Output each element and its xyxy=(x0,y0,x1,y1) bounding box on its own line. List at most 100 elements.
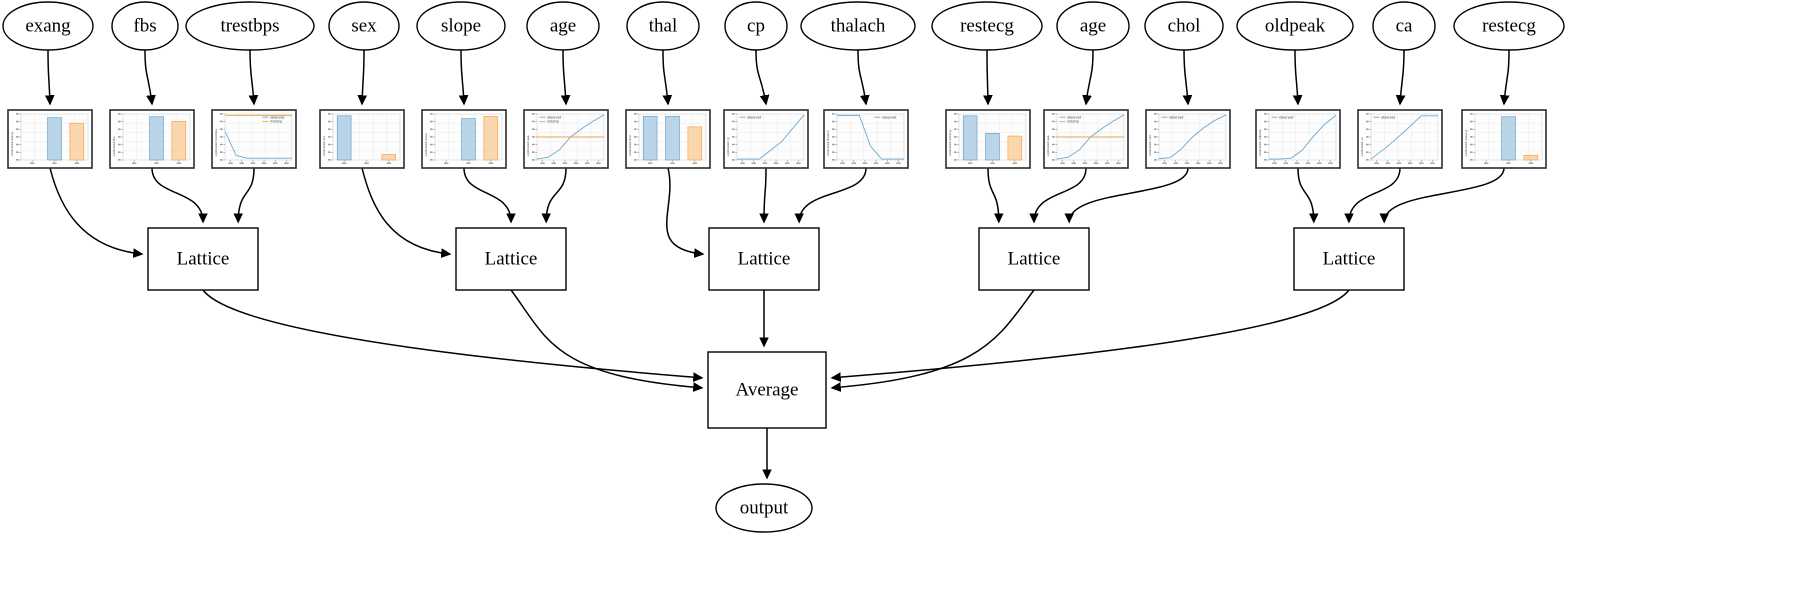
input-node-restecg-shape[interactable] xyxy=(931,1,1043,51)
bar-observed xyxy=(47,117,62,161)
input-node-age[interactable]: age xyxy=(526,1,600,51)
calibrator-ylabel: calibrated chol xyxy=(1148,135,1152,157)
bar-missing xyxy=(381,154,397,161)
lattice-node-shape[interactable] xyxy=(147,227,259,291)
input-node-ca[interactable]: ca xyxy=(1372,1,1436,51)
input-node-restecg[interactable]: restecg xyxy=(931,1,1043,51)
output-node-shape[interactable] xyxy=(715,483,813,533)
calibrator-ylabel: calibrated slope xyxy=(424,133,428,156)
input-node-age[interactable]: age xyxy=(1056,1,1130,51)
edge-slope-to-calibrator xyxy=(461,49,464,104)
input-node-thalach-shape[interactable] xyxy=(800,1,916,51)
lattice-node-shape[interactable] xyxy=(708,227,820,291)
bar-observed xyxy=(1501,116,1516,161)
bar-observed xyxy=(461,118,476,161)
input-node-restecg-shape[interactable] xyxy=(1453,1,1565,51)
edge-calibrator-to-lattice xyxy=(361,167,450,254)
input-node-age-shape[interactable] xyxy=(526,1,600,51)
output-node-label: output xyxy=(740,497,789,518)
line-observed xyxy=(1370,115,1438,160)
edge-oldpeak-to-calibrator xyxy=(1295,49,1298,104)
edge-ca-to-calibrator xyxy=(1400,49,1404,104)
edge-trestbps-to-calibrator xyxy=(250,49,254,104)
edge-calibrator-to-lattice xyxy=(1034,167,1087,222)
edge-lattice-to-average xyxy=(510,289,702,388)
edge-calibrator-to-lattice xyxy=(1069,167,1189,222)
input-node-chol[interactable]: chol xyxy=(1144,1,1224,51)
calibrator-plot-sex: calibrated sex xyxy=(319,109,405,169)
input-node-oldpeak-label: oldpeak xyxy=(1265,15,1326,36)
input-node-exang-shape[interactable] xyxy=(2,1,94,51)
input-node-age-shape[interactable] xyxy=(1056,1,1130,51)
edge-calibrator-to-lattice xyxy=(987,167,999,222)
calibrator-plot-restecg: calibrated restecg xyxy=(1461,109,1547,169)
calibrator-plot-fbs: calibrated fbs xyxy=(109,109,195,169)
calibrator-ylabel: calibrated ca xyxy=(1360,137,1364,156)
input-node-slope[interactable]: slope xyxy=(416,1,506,51)
input-node-fbs-shape[interactable] xyxy=(111,1,179,51)
input-node-slope-shape[interactable] xyxy=(416,1,506,51)
input-node-trestbps[interactable]: trestbps xyxy=(185,1,315,51)
output-node[interactable]: output xyxy=(715,483,813,533)
lattice-node[interactable]: Lattice xyxy=(1293,227,1405,291)
input-node-oldpeak-shape[interactable] xyxy=(1236,1,1354,51)
lattice-node-label: Lattice xyxy=(738,248,791,269)
average-node-shape[interactable] xyxy=(707,351,827,429)
input-node-oldpeak[interactable]: oldpeak xyxy=(1236,1,1354,51)
input-node-cp-shape[interactable] xyxy=(724,1,788,51)
line-observed xyxy=(224,131,292,159)
bar-missing xyxy=(1007,135,1023,161)
edge-calibrator-to-lattice xyxy=(238,167,255,222)
lattice-node[interactable]: Lattice xyxy=(708,227,820,291)
bar-missing xyxy=(1523,155,1539,161)
input-node-sex-shape[interactable] xyxy=(328,1,400,51)
input-node-thal[interactable]: thal xyxy=(626,1,700,51)
lattice-node[interactable]: Lattice xyxy=(455,227,567,291)
input-node-ca-shape[interactable] xyxy=(1372,1,1436,51)
input-node-trestbps-shape[interactable] xyxy=(185,1,315,51)
input-node-slope-label: slope xyxy=(441,15,481,36)
legend-label-observed: observed xyxy=(547,115,561,119)
lattice-node-label: Lattice xyxy=(1323,248,1376,269)
average-node-label: Average xyxy=(736,379,799,400)
input-node-chol-shape[interactable] xyxy=(1144,1,1224,51)
input-node-thal-shape[interactable] xyxy=(626,1,700,51)
average-node[interactable]: Average xyxy=(707,351,827,429)
input-node-restecg[interactable]: restecg xyxy=(1453,1,1565,51)
calibrator-ylabel: calibrated age xyxy=(526,135,530,156)
lattice-node[interactable]: Lattice xyxy=(978,227,1090,291)
lattice-node-shape[interactable] xyxy=(455,227,567,291)
input-node-restecg-label: restecg xyxy=(1482,15,1536,36)
bar-missing xyxy=(171,121,187,161)
calibrator-plot-exang: calibrated exang xyxy=(7,109,93,169)
edge-calibrator-to-lattice xyxy=(1349,167,1401,222)
input-node-cp[interactable]: cp xyxy=(724,1,788,51)
lattice-node-shape[interactable] xyxy=(978,227,1090,291)
calibrator-ylabel: calibrated thalach xyxy=(826,130,830,156)
lattice-node[interactable]: Lattice xyxy=(147,227,259,291)
edge-calibrator-to-lattice xyxy=(49,167,142,254)
line-observed xyxy=(1158,114,1227,160)
legend-label-observed: observed xyxy=(1279,115,1293,119)
input-node-fbs[interactable]: fbs xyxy=(111,1,179,51)
edge-age-to-calibrator xyxy=(563,49,566,104)
input-node-thalach[interactable]: thalach xyxy=(800,1,916,51)
calibrator-ylabel: calibrated restecg xyxy=(948,130,952,156)
bar-missing xyxy=(483,115,499,161)
input-node-sex[interactable]: sex xyxy=(328,1,400,51)
calibrator-ylabel: calibrated cp xyxy=(726,137,730,156)
edge-calibrator-to-lattice xyxy=(799,167,867,222)
input-node-thalach-label: thalach xyxy=(831,15,886,36)
calibrator-ylabel: calibrated age xyxy=(1046,135,1050,156)
lattice-node-shape[interactable] xyxy=(1293,227,1405,291)
edge-calibrator-to-lattice xyxy=(151,167,203,222)
line-observed xyxy=(1269,115,1337,160)
edge-age-to-calibrator xyxy=(1086,49,1094,104)
input-node-exang[interactable]: exang xyxy=(2,1,94,51)
bar-missing xyxy=(69,122,85,161)
legend-label-observed: observed xyxy=(1169,115,1183,119)
edge-calibrator-to-lattice xyxy=(463,167,511,222)
